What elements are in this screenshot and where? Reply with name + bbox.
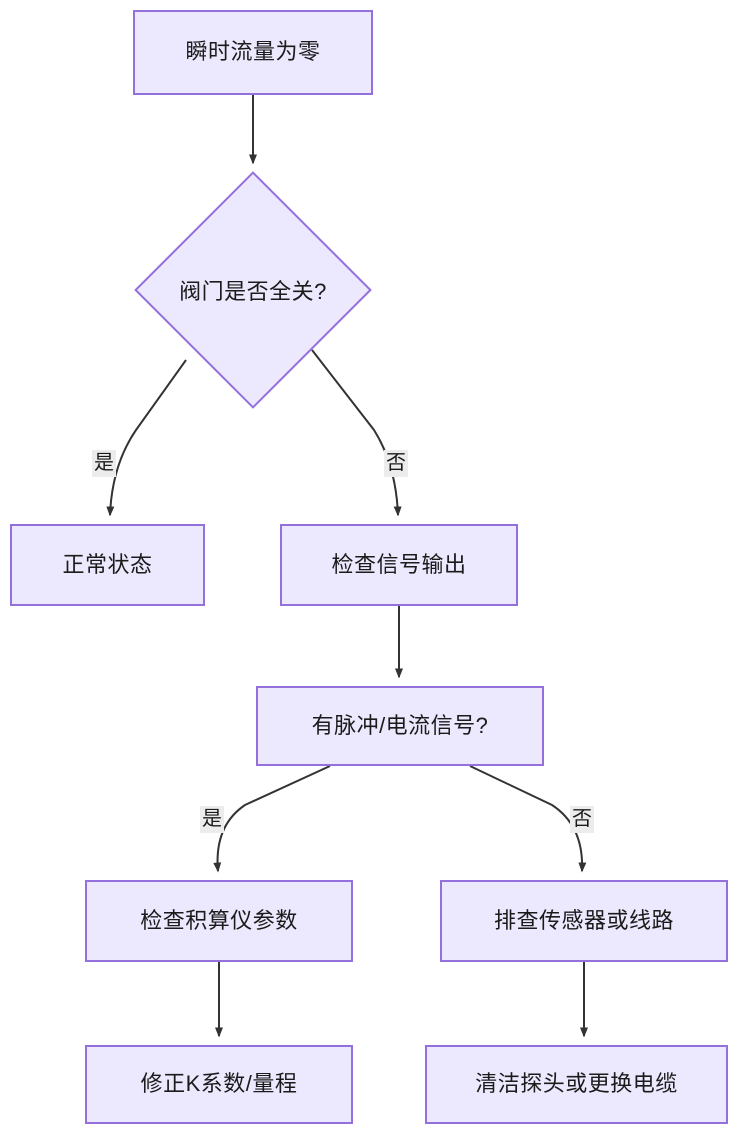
node-clean-probe-replace-cable[interactable]: 清洁探头或更换电缆: [425, 1045, 728, 1124]
node-correct-k-factor-range-label: 修正K系数/量程: [140, 1071, 298, 1097]
node-correct-k-factor-range[interactable]: 修正K系数/量程: [85, 1045, 353, 1124]
node-decision-pulse-current-signal[interactable]: 有脉冲/电流信号?: [256, 686, 544, 766]
edge-label-dec1-no: 否: [384, 450, 408, 477]
edge-label-dec1-yes: 是: [92, 450, 116, 477]
node-decision-valve-closed-label: 阀门是否全关?: [179, 279, 327, 304]
node-normal-state-label: 正常状态: [62, 551, 153, 577]
node-inspect-sensor-or-wiring[interactable]: 排查传感器或线路: [440, 880, 728, 962]
node-start[interactable]: 瞬时流量为零: [133, 10, 373, 95]
node-check-signal-output-label: 检查信号输出: [331, 551, 467, 577]
edge-dec2-to-params: [213, 765, 331, 873]
node-check-totalizer-params[interactable]: 检查积算仪参数: [85, 880, 353, 962]
edge-label-dec2-yes: 是: [200, 806, 224, 833]
node-decision-pulse-current-signal-label: 有脉冲/电流信号?: [311, 712, 489, 738]
node-check-totalizer-params-label: 检查积算仪参数: [140, 907, 298, 933]
edge-label-dec2-no: 否: [570, 806, 594, 833]
node-normal-state[interactable]: 正常状态: [10, 524, 205, 606]
node-check-signal-output[interactable]: 检查信号输出: [280, 524, 518, 606]
node-clean-probe-replace-cable-label: 清洁探头或更换电缆: [475, 1071, 678, 1097]
node-start-label: 瞬时流量为零: [185, 39, 321, 65]
edge-dec2-to-sensor: [469, 765, 587, 873]
node-inspect-sensor-or-wiring-label: 排查传感器或线路: [493, 907, 674, 933]
node-decision-valve-closed[interactable]: 阀门是否全关?: [134, 171, 372, 409]
